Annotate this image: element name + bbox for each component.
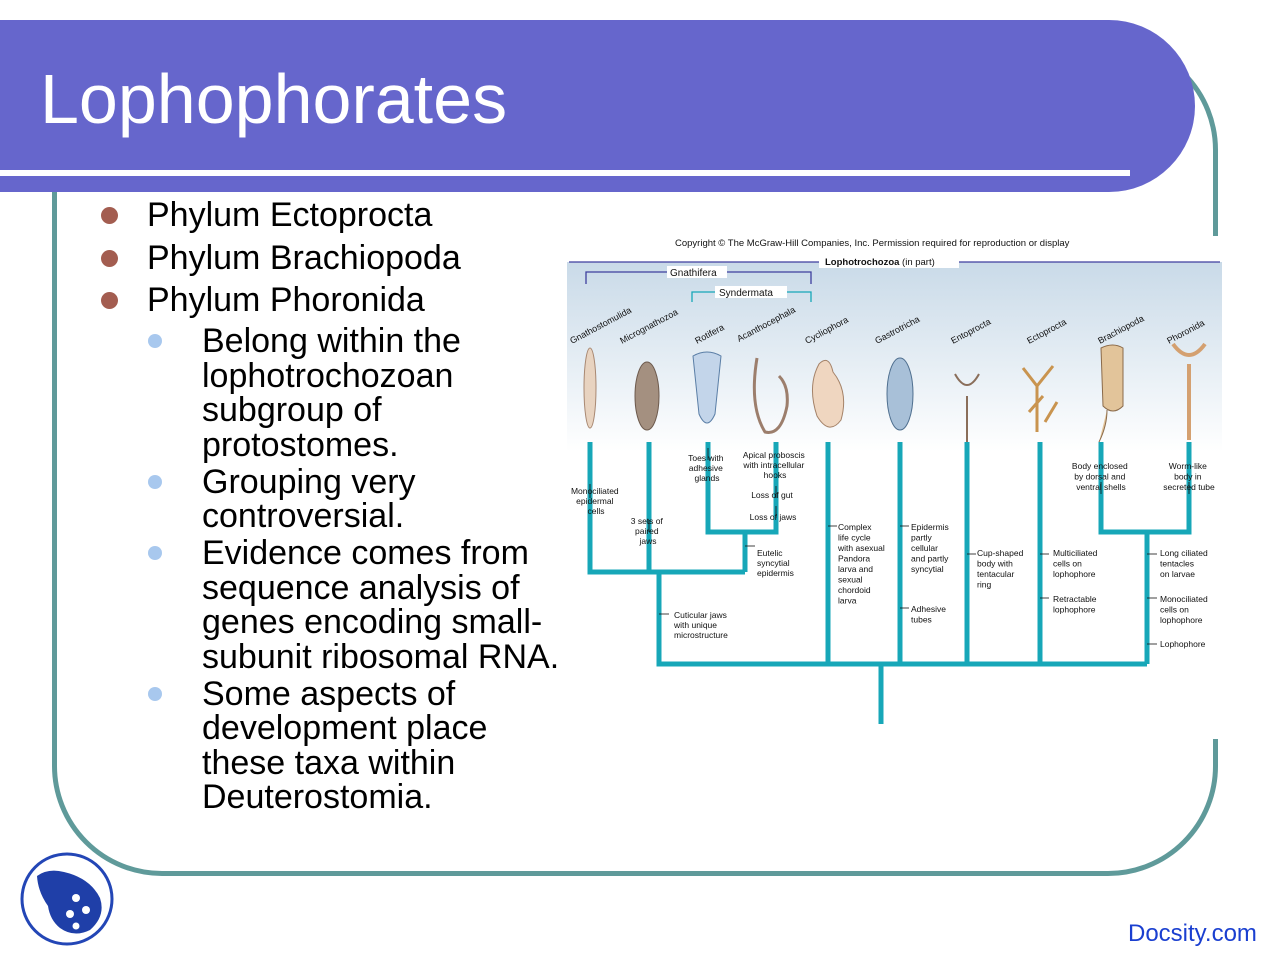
lophotrochozoa-label: Lophotrochozoa (in part) bbox=[825, 257, 935, 268]
docsity-logo-icon bbox=[20, 852, 114, 946]
annotation-multiciliated: Multiciliated cells on lophophore bbox=[1053, 548, 1100, 579]
copyright-text: Copyright © The McGraw-Hill Companies, I… bbox=[675, 238, 1070, 249]
entoproct-illustration bbox=[954, 373, 980, 446]
sub-bullet-text: Evidence comes from sequence analysis of… bbox=[202, 534, 560, 676]
phylogeny-tree: Copyright © The McGraw-Hill Companies, I… bbox=[567, 238, 1222, 724]
bullet-text: Phylum Phoronida bbox=[147, 281, 425, 319]
sub-bullet-dot bbox=[148, 686, 162, 701]
brachiopod-illustration bbox=[1098, 344, 1124, 443]
sub-bullet-lophotrochozoan: Belong within the lophotrochozoan subgro… bbox=[147, 324, 570, 462]
annotation-cuticular: Cuticular jaws with unique microstructur… bbox=[673, 610, 729, 640]
bullet-ectoprocta: Phylum Ectoprocta bbox=[100, 194, 570, 237]
sub-bullet-text: Grouping very controversial. bbox=[202, 462, 416, 535]
annotation-epidermis: Epidermis partly cellular and partly syn… bbox=[911, 522, 951, 574]
title-underline bbox=[0, 170, 1130, 176]
logo-dot bbox=[72, 894, 80, 902]
logo-dot bbox=[82, 906, 90, 914]
bullet-phoronida: Phylum Phoronida Belong within the lopho… bbox=[100, 279, 570, 815]
bullet-dot bbox=[101, 207, 118, 224]
logo-graphic bbox=[20, 852, 114, 946]
docsity-brand-link[interactable]: Docsity.com bbox=[1128, 920, 1257, 947]
annotation-three-jaws: 3 sets of paired jaws bbox=[631, 516, 666, 546]
sub-bullet-dot bbox=[148, 546, 162, 560]
phylogeny-figure: Copyright © The McGraw-Hill Companies, I… bbox=[567, 236, 1222, 739]
annotation-loss-gut: Loss of gut bbox=[751, 490, 793, 500]
bullet-brachiopoda: Phylum Brachiopoda bbox=[100, 237, 570, 280]
annotation-cup-shaped: Cup-shaped body with tentacular ring bbox=[977, 548, 1026, 590]
label-backdrop bbox=[667, 266, 727, 278]
acanthocephalan-illustration bbox=[752, 357, 789, 434]
bullet-dot bbox=[101, 249, 118, 267]
gnathostomulid-illustration bbox=[583, 347, 597, 429]
organism-illustrations bbox=[583, 342, 1207, 446]
rotifer-illustration bbox=[692, 351, 722, 424]
group-qualifier: (in part) bbox=[902, 257, 935, 268]
annotation-monociliated-lophophore: Monociliated cells on lophophore bbox=[1160, 594, 1210, 625]
annotation-loss-jaws: Loss of jaws bbox=[750, 512, 797, 522]
bullet-text: Phylum Brachiopoda bbox=[147, 238, 461, 277]
bullet-dot bbox=[101, 292, 118, 309]
bullet-text: Phylum Ectoprocta bbox=[147, 196, 433, 234]
annotation-body-enclosed: Body enclosed by dorsal and ventral shel… bbox=[1072, 461, 1130, 492]
sub-bullet-dot bbox=[148, 474, 162, 489]
annotation-toes: Toes with adhesive glands bbox=[688, 453, 726, 483]
annotation-eutelic: Eutelic syncytial epidermis bbox=[757, 548, 794, 578]
gastrotrich-illustration bbox=[886, 357, 914, 431]
tick-marks bbox=[589, 448, 1190, 645]
sub-bullet-evidence: Evidence comes from sequence analysis of… bbox=[147, 536, 570, 674]
sub-bullet-list: Belong within the lophotrochozoan subgro… bbox=[147, 324, 570, 815]
sub-bullet-text: Belong within the lophotrochozoan subgro… bbox=[202, 322, 461, 464]
branch-gnathifera-root bbox=[656, 572, 1147, 667]
sub-bullet-development: Some aspects of development place these … bbox=[147, 674, 570, 816]
annotation-complex-life-cycle: Complex life cycle with asexual Pandora … bbox=[837, 522, 887, 606]
cycliophoran-illustration bbox=[812, 359, 845, 428]
sub-bullet-text: Some aspects of development place these … bbox=[202, 674, 488, 816]
annotation-proboscis: Apical proboscis with intracellular hook… bbox=[742, 450, 807, 480]
ectoproct-illustration bbox=[1021, 365, 1059, 432]
micrognathozoan-illustration bbox=[634, 361, 660, 431]
logo-shape bbox=[37, 870, 102, 934]
bullet-list: Phylum Ectoprocta Phylum Brachiopoda Phy… bbox=[100, 194, 570, 815]
annotation-adhesive-tubes: Adhesive tubes bbox=[911, 604, 948, 625]
annotation-long-ciliated: Long ciliated tentacles on larvae bbox=[1160, 548, 1210, 579]
syndermata-label: Syndermata bbox=[719, 288, 773, 299]
annotation-retractable: Retractable lophophore bbox=[1053, 594, 1099, 615]
logo-dot bbox=[66, 910, 74, 918]
phoronid-illustration bbox=[1171, 342, 1207, 440]
group-name: Lophotrochozoa bbox=[825, 257, 900, 268]
gnathifera-label: Gnathifera bbox=[670, 268, 717, 279]
sub-bullet-dot bbox=[148, 334, 162, 348]
annotation-worm-like: Worm-like body in secreted tube bbox=[1163, 461, 1215, 492]
label-backdrop bbox=[715, 286, 787, 298]
annotation-monociliated: Monociliated epidermal cells bbox=[571, 486, 621, 516]
sub-bullet-controversial: Grouping very controversial. bbox=[147, 462, 570, 535]
logo-dot bbox=[72, 922, 80, 930]
annotation-lophophore: Lophophore bbox=[1160, 639, 1206, 649]
label-backdrop bbox=[819, 256, 959, 268]
slide-title: Lophophorates bbox=[40, 60, 508, 138]
title-bar bbox=[0, 20, 1195, 192]
